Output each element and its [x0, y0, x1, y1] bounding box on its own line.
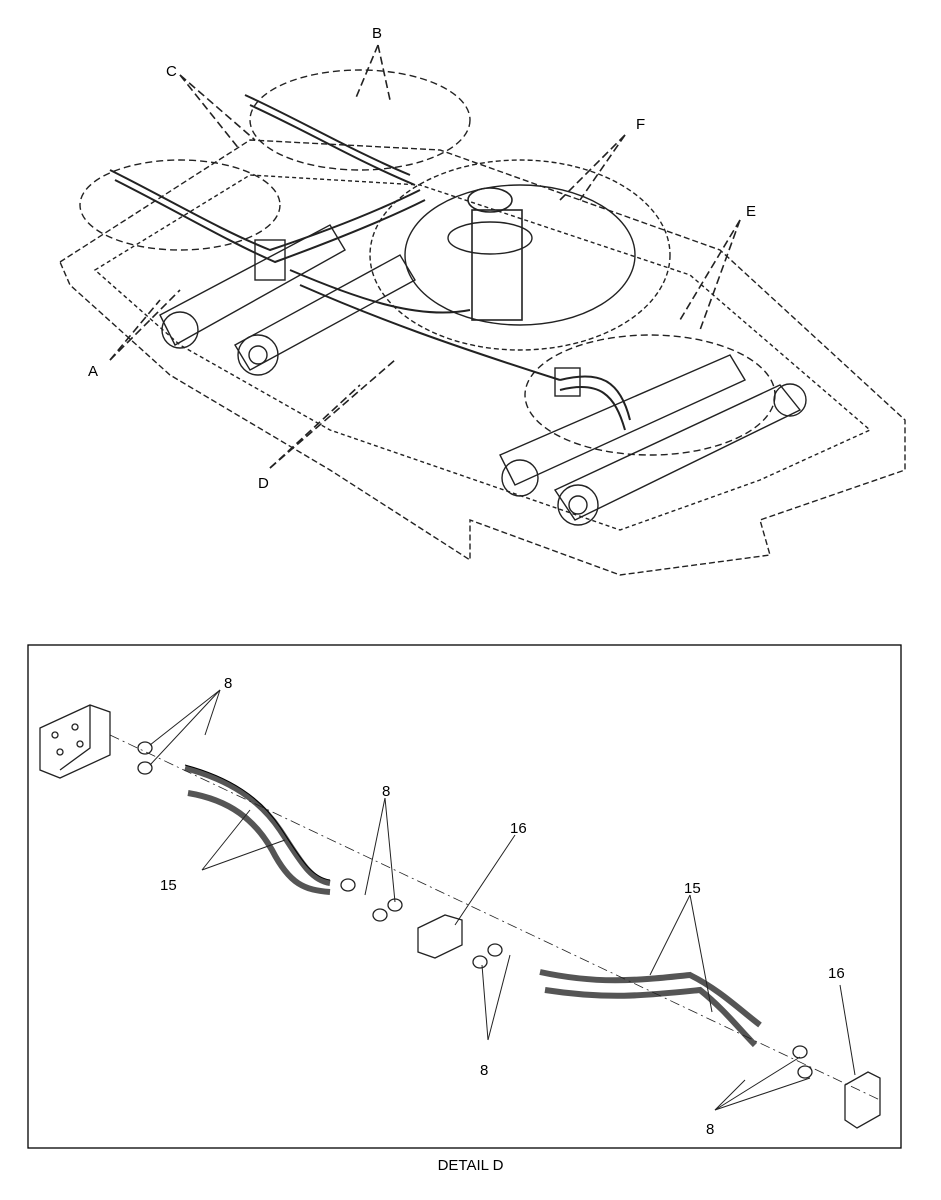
- manifold-right: [554, 367, 581, 397]
- hose-pair-2: [539, 969, 762, 1048]
- left-manifold-block: [39, 704, 111, 779]
- detail-leaders: [149, 689, 856, 1111]
- left-cylinders: [159, 224, 416, 376]
- callout-b: B: [372, 25, 382, 42]
- callout-d: D: [258, 475, 269, 492]
- callout-leaders: [109, 44, 741, 469]
- right-cylinders: [499, 354, 807, 526]
- detail-caption: DETAIL D: [437, 1157, 504, 1174]
- label-8-bottomright: 8: [706, 1121, 714, 1138]
- zone-outlines: [79, 69, 776, 456]
- frame-inner-line: [93, 174, 872, 531]
- label-16-right: 16: [828, 965, 845, 982]
- swivel-body: [471, 209, 523, 321]
- manifold-left: [254, 239, 286, 281]
- swivel-flange: [447, 221, 533, 255]
- hose-pair-1-outline: [184, 764, 331, 881]
- centerline: [109, 734, 881, 1101]
- callout-f: F: [636, 116, 645, 133]
- fittings-after-block: [472, 943, 503, 969]
- right-manifold-block: [844, 1071, 881, 1129]
- fittings-left: [137, 741, 153, 775]
- label-8-middle: 8: [382, 783, 390, 800]
- turntable-inner: [404, 184, 636, 326]
- top-assembly-view: [59, 44, 906, 576]
- turntable-bearing: [369, 159, 671, 351]
- fittings-right: [792, 1045, 813, 1079]
- label-15-left: 15: [160, 877, 177, 894]
- middle-manifold-block: [417, 914, 463, 959]
- fittings-middle: [340, 878, 403, 922]
- hose-bundles: [109, 94, 631, 431]
- detail-d-view: [39, 689, 881, 1129]
- swivel-top: [467, 187, 513, 213]
- callout-c: C: [166, 63, 177, 80]
- callout-a: A: [88, 363, 98, 380]
- label-8-topleft: 8: [224, 675, 232, 692]
- detail-frame: [27, 644, 902, 1149]
- hose-pair-1: [184, 765, 331, 895]
- callout-e: E: [746, 203, 756, 220]
- label-15-right: 15: [684, 880, 701, 897]
- label-8-lower: 8: [480, 1062, 488, 1079]
- label-16-middle: 16: [510, 820, 527, 837]
- frame-outline: [59, 139, 906, 576]
